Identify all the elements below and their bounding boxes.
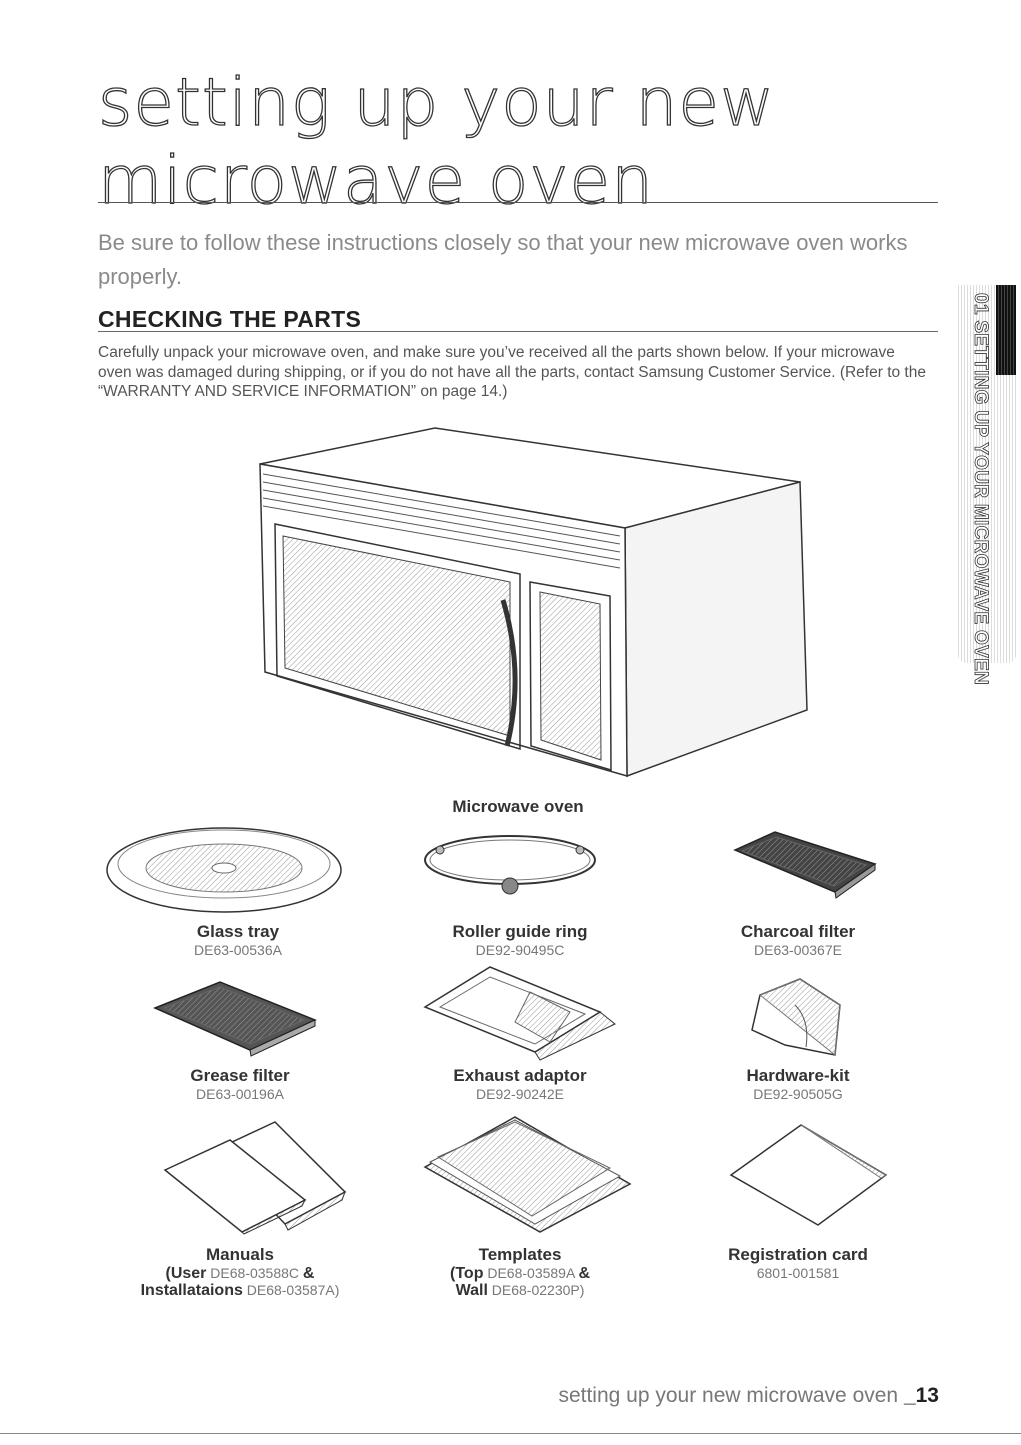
templates-icon <box>423 1116 632 1233</box>
part-code-label: Installataions <box>140 1282 243 1299</box>
microwave-oven-icon <box>259 427 808 778</box>
part-code-amp: & <box>578 1265 590 1282</box>
part-code-value: DE68-03588C <box>210 1265 300 1281</box>
part-code-value: DE68-03589A <box>487 1265 575 1281</box>
part-name: Registration card <box>728 1245 868 1264</box>
bottom-rule <box>0 1433 1021 1434</box>
manuals-icon <box>163 1121 347 1235</box>
roller-ring-icon <box>424 835 596 895</box>
caption-microwave-oven: Microwave oven <box>388 797 648 817</box>
part-name: Exhaust adaptor <box>453 1066 587 1085</box>
part-code: DE92-90242E <box>476 1086 564 1102</box>
part-name: Templates <box>478 1245 562 1264</box>
glass-tray-illustration <box>104 822 344 927</box>
glass-tray-icon <box>106 827 342 913</box>
hardware-kit-icon <box>751 978 841 1056</box>
part-code: DE92-90505G <box>753 1086 843 1102</box>
part-code-value: DE68-02230P) <box>491 1282 585 1298</box>
manuals-illustration <box>160 1120 350 1240</box>
caption-hardware-kit: Hardware-kit DE92-90505G <box>668 1066 928 1103</box>
page-number: _13 <box>903 1384 939 1407</box>
caption-glass-tray: Glass tray DE63-00536A <box>108 922 368 959</box>
page-footer: setting up your new microwave oven _13 <box>558 1384 939 1408</box>
part-code: DE63-00536A <box>194 942 282 958</box>
part-code: 6801-001581 <box>756 1265 840 1281</box>
page-title-line2: microwave oven <box>97 141 654 219</box>
caption-roller-ring: Roller guide ring DE92-90495C <box>390 922 650 959</box>
section-rule <box>98 331 938 332</box>
part-code-label: (User <box>165 1265 207 1282</box>
grease-filter-illustration <box>150 978 320 1063</box>
part-code-line2: Installataions DE68-03587A) <box>110 1282 370 1299</box>
intro-text: Be sure to follow these instructions clo… <box>98 230 908 289</box>
title-rule <box>98 202 938 203</box>
part-code-amp: & <box>302 1265 315 1282</box>
part-name: Manuals <box>205 1245 275 1264</box>
side-tab-marker <box>996 285 1016 375</box>
templates-illustration <box>420 1112 635 1242</box>
caption-charcoal-filter: Charcoal filter DE63-00367E <box>668 922 928 959</box>
caption-registration-card: Registration card 6801-001581 <box>668 1245 928 1282</box>
part-code: DE63-00196A <box>196 1086 284 1102</box>
section-heading: CHECKING THE PARTS <box>98 306 362 332</box>
part-code-line2: Wall DE68-02230P) <box>390 1282 650 1299</box>
registration-card-illustration <box>726 1120 891 1235</box>
exhaust-adaptor-icon <box>423 966 616 1061</box>
chapter-side-tab: 01 SETTING UP YOUR MICROWAVE OVEN <box>958 285 1016 686</box>
part-name: Hardware-kit <box>746 1066 850 1085</box>
exhaust-adaptor-illustration <box>420 962 620 1067</box>
grease-filter-icon <box>153 981 317 1057</box>
caption-exhaust-adaptor: Exhaust adaptor DE92-90242E <box>390 1066 650 1103</box>
part-code: DE92-90495C <box>475 942 565 958</box>
section-body: Carefully unpack your microwave oven, an… <box>98 344 926 400</box>
caption-templates: Templates (Top DE68-03589A & Wall DE68-0… <box>390 1245 650 1299</box>
part-code: DE63-00367E <box>754 942 842 958</box>
part-code-line1: (Top DE68-03589A & <box>390 1265 650 1282</box>
part-name: Charcoal filter <box>740 922 856 941</box>
caption-grease-filter: Grease filter DE63-00196A <box>110 1066 370 1103</box>
charcoal-filter-icon <box>733 831 877 899</box>
part-name: Glass tray <box>196 922 280 941</box>
part-code-label: Wall <box>455 1282 488 1299</box>
registration-card-icon <box>729 1124 888 1226</box>
part-code-label: (Top <box>450 1265 484 1282</box>
page-title-line1: setting up your new <box>97 63 776 141</box>
caption-manuals: Manuals (User DE68-03588C & Installataio… <box>110 1245 370 1299</box>
page-title: setting up your new microwave oven <box>97 63 938 220</box>
part-name: Grease filter <box>190 1066 290 1085</box>
microwave-oven-illustration <box>255 424 815 784</box>
roller-ring-illustration <box>420 830 600 905</box>
part-code-line1: (User DE68-03588C & <box>110 1265 370 1282</box>
hardware-kit-illustration <box>740 975 850 1065</box>
part-name: Microwave oven <box>452 797 584 816</box>
charcoal-filter-illustration <box>730 830 880 905</box>
part-code-value: DE68-03587A) <box>246 1282 340 1298</box>
footer-text: setting up your new microwave oven <box>558 1384 899 1407</box>
side-tab-label: 01 SETTING UP YOUR MICROWAVE OVEN <box>970 293 992 686</box>
part-name: Roller guide ring <box>452 922 588 941</box>
